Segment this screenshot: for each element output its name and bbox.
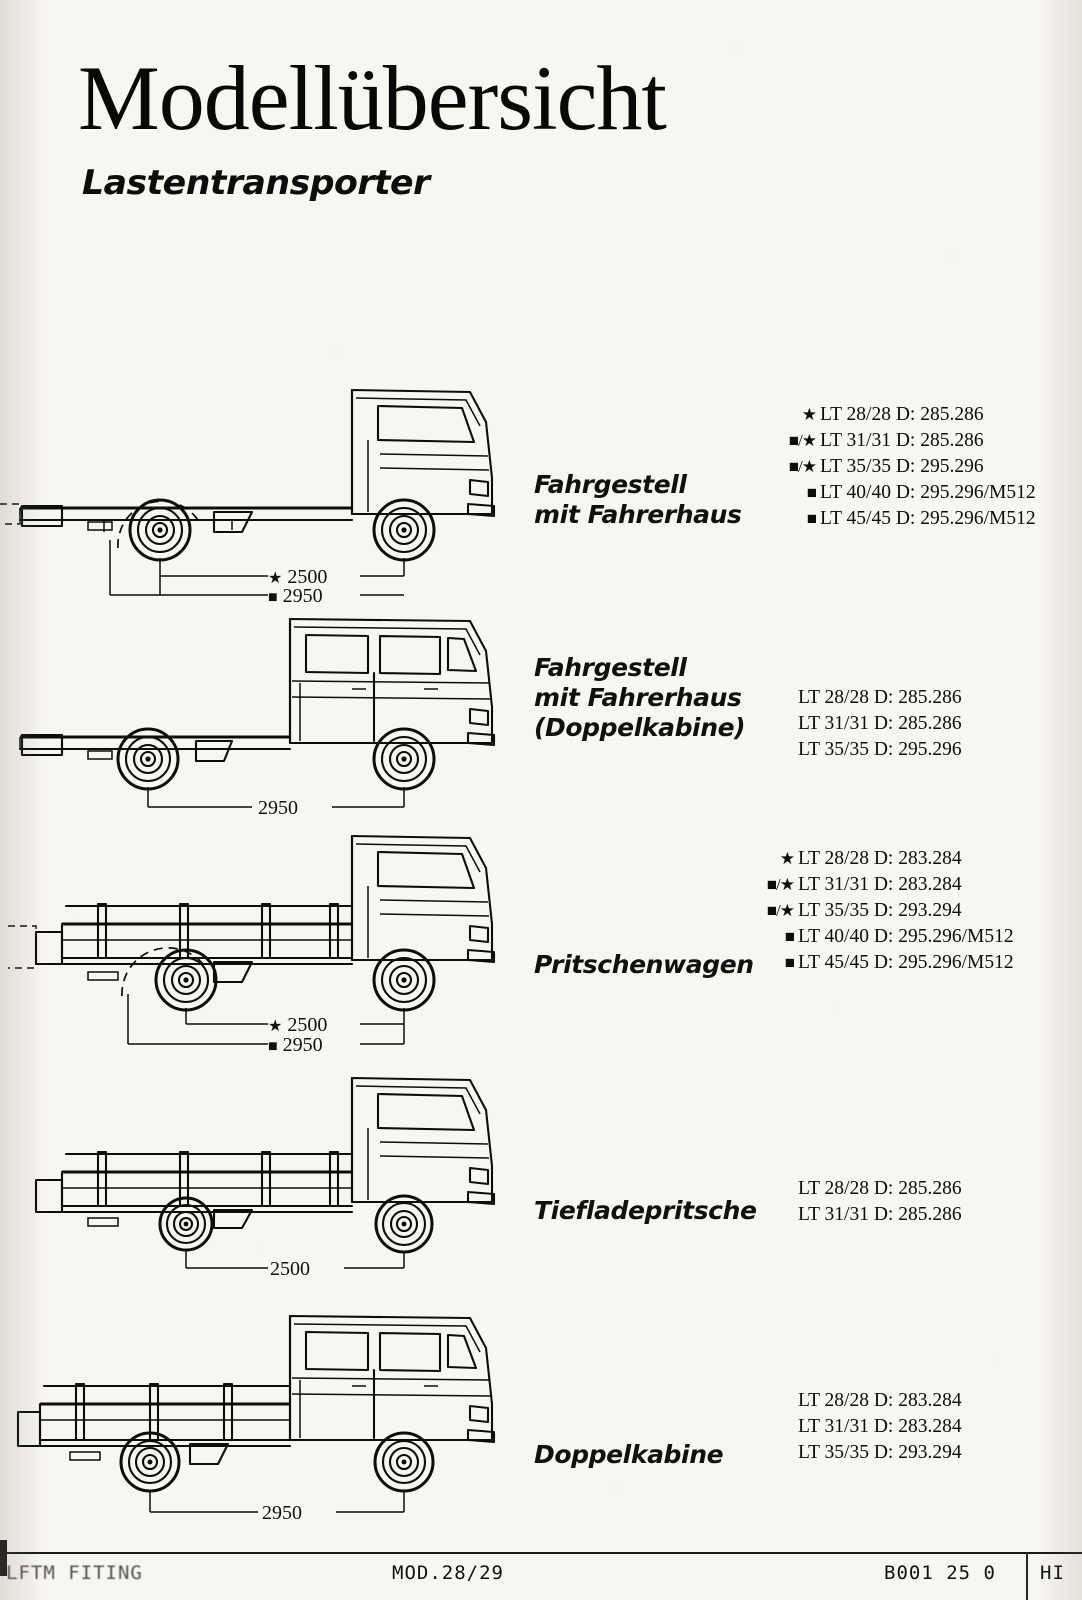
wheelbase-value: 2500 [287, 1014, 328, 1036]
wheelbase-value: 2950 [282, 585, 323, 607]
model-label-line: Fahrgestell [534, 653, 687, 682]
model-label: Tiefladepritsche [534, 1196, 757, 1226]
footer-divider [1026, 1552, 1028, 1600]
wheelbase-symbol-square: ■ [268, 1038, 278, 1055]
page-subtitle: Lastentransporter [82, 163, 430, 203]
truck-drawing-low-loader-flatbed [0, 1060, 520, 1290]
code-line: LT 31/31 D: 285.286 [798, 713, 962, 734]
wheel-rear [116, 727, 180, 791]
wheelbase-dimension: ★2500 [268, 1014, 327, 1038]
page-title: Modellübersicht [78, 47, 667, 149]
wheel-rear [154, 948, 218, 1012]
model-row-doppelkabine: Doppelkabine LT 28/28 D: 283.284 LT 31/3… [0, 1300, 1082, 1550]
model-row-fahrgestell-mit-fahrerhaus: Fahrgestell mit Fahrerhaus ★LT 28/28 D: … [0, 380, 1082, 610]
truck-drawing-crew-cab-chassis [0, 605, 520, 825]
wheel-rear [128, 498, 192, 562]
model-code-list: LT 28/28 D: 285.286 LT 31/31 D: 285.286 [798, 1176, 962, 1228]
code-line: ■/★LT 35/35 D: 295.296 [788, 456, 984, 477]
truck-drawing-flatbed [0, 828, 520, 1068]
model-row-tiefladepritsche: Tiefladepritsche LT 28/28 D: 285.286 LT … [0, 1060, 1082, 1290]
code-line: ■LT 45/45 D: 295.296/M512 [784, 952, 1014, 973]
wheelbase-symbol-star: ★ [268, 1018, 283, 1035]
truck-drawing-chassis-cab [0, 380, 520, 610]
code-line: LT 28/28 D: 283.284 [798, 1390, 962, 1411]
code-line: LT 28/28 D: 285.286 [798, 687, 962, 708]
wheelbase-dimension: ■2950 [268, 1034, 323, 1058]
wheelbase-value: 2950 [282, 1034, 323, 1056]
code-line: ■/★LT 35/35 D: 293.294 [766, 900, 962, 921]
footer-rule [0, 1552, 1082, 1554]
model-label: Fahrgestell mit Fahrerhaus [534, 470, 742, 530]
footer-right-code: HI [1040, 1562, 1065, 1584]
code-line: ★LT 28/28 D: 283.284 [779, 848, 962, 869]
model-row-pritschenwagen: Pritschenwagen ★LT 28/28 D: 283.284 ■/★L… [0, 828, 1082, 1068]
model-label-line: mit Fahrerhaus [534, 683, 742, 712]
code-line: LT 35/35 D: 293.294 [798, 1442, 962, 1463]
model-label-line: Doppelkabine [534, 1440, 724, 1469]
truck-drawing-crew-cab-flatbed [0, 1300, 520, 1550]
model-label-line: mit Fahrerhaus [534, 500, 742, 529]
wheelbase-dimension: ■2950 [268, 585, 323, 609]
wheelbase-symbol-star: ★ [268, 570, 283, 587]
code-line: ■LT 40/40 D: 295.296/M512 [806, 482, 1036, 503]
model-label: Doppelkabine [534, 1440, 724, 1470]
page-edge-mark [0, 1540, 7, 1576]
wheel-front [372, 948, 436, 1012]
code-line: ★LT 28/28 D: 285.286 [801, 404, 984, 425]
wheelbase-dimension: ★2500 [268, 566, 327, 590]
wheelbase-dimension: 2500 [270, 1258, 310, 1280]
wheel-front [373, 1431, 435, 1493]
wheel-rear [119, 1431, 181, 1493]
model-label-line: Fahrgestell [534, 470, 687, 499]
wheel-front [372, 727, 436, 791]
model-row-fahrgestell-doppelkabine: Fahrgestell mit Fahrerhaus (Doppelkabine… [0, 605, 1082, 825]
footer-model-code: MOD.28/29 [392, 1562, 504, 1584]
wheelbase-value: 2950 [258, 797, 298, 819]
wheelbase-symbol-square: ■ [268, 589, 278, 606]
code-line: LT 31/31 D: 283.284 [798, 1416, 962, 1437]
model-label: Pritschenwagen [534, 950, 754, 980]
wheel-front [374, 1194, 434, 1254]
code-line: LT 35/35 D: 295.296 [798, 739, 962, 760]
code-line: LT 31/31 D: 285.286 [798, 1204, 962, 1225]
wheelbase-value: 2500 [287, 566, 328, 588]
wheel-rear [158, 1196, 214, 1252]
wheelbase-dimension: 2950 [262, 1502, 302, 1524]
model-code-list: LT 28/28 D: 283.284 LT 31/31 D: 283.284 … [798, 1388, 962, 1466]
model-label-line: Tiefladepritsche [534, 1196, 757, 1225]
code-line: ■/★LT 31/31 D: 283.284 [766, 874, 962, 895]
code-line: LT 28/28 D: 285.286 [798, 1178, 962, 1199]
model-code-list: ★LT 28/28 D: 283.284 ■/★LT 31/31 D: 283.… [748, 846, 1014, 976]
code-line: ■/★LT 31/31 D: 285.286 [788, 430, 984, 451]
model-label: Fahrgestell mit Fahrerhaus (Doppelkabine… [534, 653, 746, 743]
wheelbase-dimension: 2950 [258, 797, 298, 819]
model-label-line: (Doppelkabine) [534, 713, 746, 742]
model-code-list: ★LT 28/28 D: 285.286 ■/★LT 31/31 D: 285.… [770, 402, 1036, 532]
wheelbase-value: 2950 [262, 1502, 302, 1524]
footer-left-code: LFTM FITING [6, 1562, 143, 1584]
footer-sheet-number: B001 25 0 [884, 1562, 996, 1584]
wheelbase-value: 2500 [270, 1258, 310, 1280]
wheel-front [372, 498, 436, 562]
model-code-list: LT 28/28 D: 285.286 LT 31/31 D: 285.286 … [798, 685, 962, 763]
code-line: ■LT 45/45 D: 295.296/M512 [806, 508, 1036, 529]
model-label-line: Pritschenwagen [534, 950, 754, 979]
code-line: ■LT 40/40 D: 295.296/M512 [784, 926, 1014, 947]
